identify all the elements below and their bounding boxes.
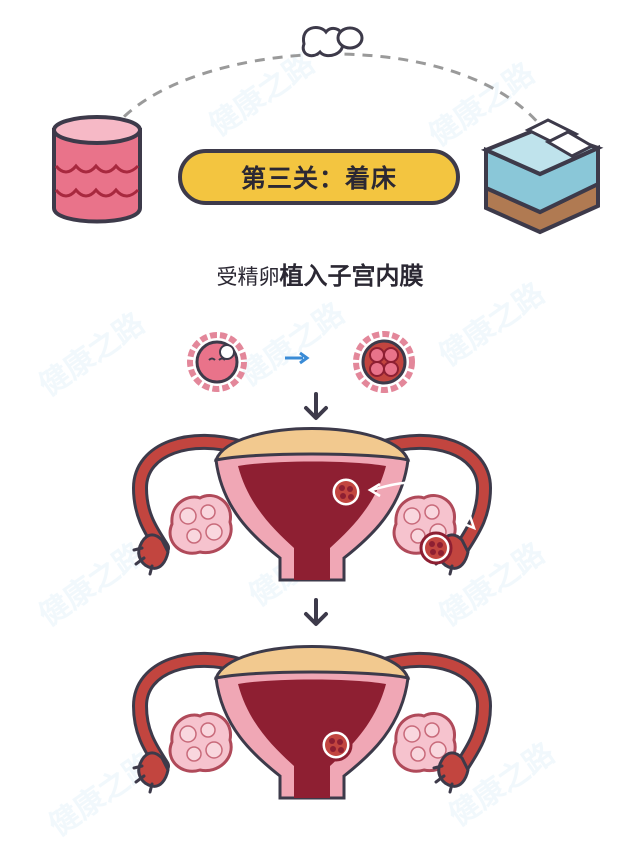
- migration-arrow-icon: [367, 482, 381, 498]
- bed-icon: [480, 118, 604, 235]
- morula-in-tube-icon: [419, 531, 453, 565]
- migration-path: [371, 480, 473, 521]
- sperm-egg-icon: [301, 26, 364, 58]
- blastocyst-icon: [329, 475, 363, 509]
- subtitle-light: 受精卵: [216, 265, 280, 289]
- stage-badge: 第三关：着床: [178, 149, 460, 205]
- subtitle-bold: 植入子宫内膜: [279, 262, 424, 290]
- arrow-right-icon: [285, 351, 310, 365]
- implantation-diagram: 健康之路 健康之路 健康之路 健康之路 健康之路 健康之路 健康之路 健康之路 …: [0, 26, 640, 844]
- diagram-canvas: [52, 26, 604, 827]
- stage-title: 第三关：着床: [240, 164, 397, 193]
- zygote-icon: [187, 332, 247, 392]
- morula-icon: [353, 331, 415, 393]
- uterus-after-implantation: [134, 647, 484, 799]
- arrow-down-icon: [304, 392, 328, 420]
- arrow-down-icon: [304, 598, 328, 626]
- endometrium-cylinder-icon: [52, 115, 142, 224]
- migration-arrow-icon: [463, 515, 477, 531]
- implanted-embryo-icon: [319, 728, 353, 762]
- subtitle: 受精卵植入子宫内膜: [0, 256, 640, 291]
- dashed-path: [110, 52, 542, 131]
